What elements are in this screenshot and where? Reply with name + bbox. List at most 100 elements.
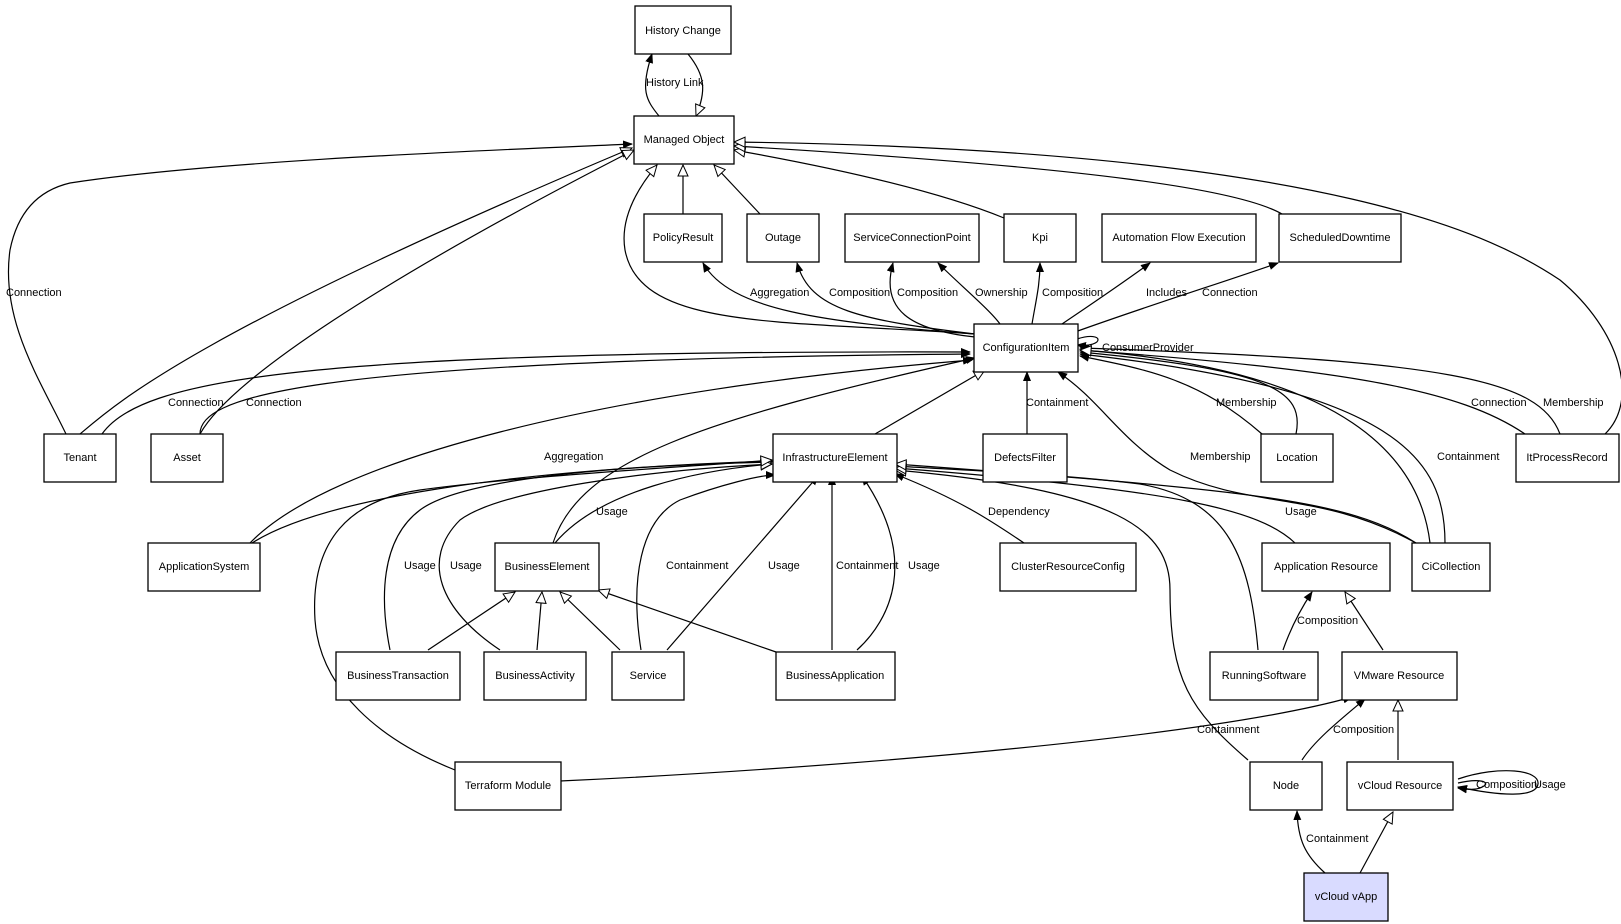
label-includes-afe: Includes <box>1146 287 1187 299</box>
node-business-application[interactable]: BusinessApplication <box>775 651 896 701</box>
edge-infra-ci <box>874 370 985 435</box>
label-usage-self: Usage <box>1534 779 1566 791</box>
edge-be-ci <box>552 356 976 544</box>
node-asset[interactable]: Asset <box>150 433 224 483</box>
node-policy-result[interactable]: PolicyResult <box>643 213 723 263</box>
node-business-activity[interactable]: BusinessActivity <box>483 651 587 701</box>
node-service-connection-point[interactable]: ServiceConnectionPoint <box>844 213 980 263</box>
label-composition-kpi: Composition <box>1042 287 1103 299</box>
node-terraform-module[interactable]: Terraform Module <box>454 761 562 811</box>
edge-ci-scp-ownership <box>937 262 1001 325</box>
edge-tenant-mo-connection <box>7 140 633 435</box>
node-cluster-resource-config[interactable]: ClusterResourceConfig <box>999 542 1137 592</box>
label-consumer-provider: ConsumerProvider <box>1102 342 1194 354</box>
node-vcloud-resource[interactable]: vCloud Resource <box>1346 761 1454 811</box>
node-label: Node <box>1273 780 1299 792</box>
node-label: ServiceConnectionPoint <box>853 232 970 244</box>
edge-bapp-infra-usage <box>856 475 896 651</box>
node-vmware-resource[interactable]: VMware Resource <box>1341 651 1458 701</box>
node-tenant[interactable]: Tenant <box>43 433 117 483</box>
edge-node-vmware <box>1301 698 1366 761</box>
node-business-element[interactable]: BusinessElement <box>494 542 600 592</box>
node-label: CiCollection <box>1422 561 1481 573</box>
node-automation-flow-execution[interactable]: Automation Flow Execution <box>1101 213 1257 263</box>
node-scheduled-downtime[interactable]: ScheduledDowntime <box>1278 213 1402 263</box>
label-composition-node: Composition <box>1333 724 1394 736</box>
label-tenant-ci-connection: Connection <box>168 397 224 409</box>
label-membership-location: Membership <box>1216 397 1277 409</box>
node-service[interactable]: Service <box>611 651 685 701</box>
node-label: Outage <box>765 232 801 244</box>
edge-itpr-to-mo <box>734 142 1621 435</box>
node-label: Automation Flow Execution <box>1112 232 1245 244</box>
edge-ci-afe <box>1061 262 1151 325</box>
edge-ba-infra <box>438 464 772 651</box>
node-label: BusinessElement <box>505 561 590 573</box>
label-composition-scp: Composition <box>897 287 958 299</box>
edge-crc-infra <box>894 473 1025 544</box>
edge-vapp-vcloudres <box>1359 812 1393 874</box>
label-composition-outage: Composition <box>829 287 890 299</box>
node-label: Tenant <box>63 452 96 464</box>
edge-ba-be <box>537 592 542 651</box>
label-composition-self: Composition <box>1476 779 1537 791</box>
node-configuration-item[interactable]: ConfigurationItem <box>973 323 1079 373</box>
edge-ci-outage <box>795 262 976 335</box>
edge-ci-policyresult <box>702 262 976 335</box>
edge-rs-infra <box>895 466 1259 651</box>
edge-location-ci-membership <box>1079 348 1298 435</box>
edge-itpr-ci-connection <box>1080 350 1526 435</box>
edge-cicoll-infra <box>895 464 1417 544</box>
edge-service-infra-containment <box>636 471 776 651</box>
node-label: Managed Object <box>644 134 725 146</box>
node-location[interactable]: Location <box>1260 433 1334 483</box>
edge-ci-self <box>1076 335 1099 350</box>
node-label: vCloud Resource <box>1358 780 1442 792</box>
edge-node-infra <box>895 470 1249 761</box>
node-it-process-record[interactable]: ItProcessRecord <box>1515 433 1620 483</box>
label-composition-rs: Composition <box>1297 615 1358 627</box>
node-node[interactable]: Node <box>1249 761 1323 811</box>
node-label: InfrastructureElement <box>782 452 887 464</box>
edge-tenant-to-mo <box>79 148 632 435</box>
node-label: VMware Resource <box>1354 670 1444 682</box>
edge-be-infra <box>554 464 772 544</box>
label-history-link: History Link <box>646 77 704 89</box>
node-outage[interactable]: Outage <box>746 213 820 263</box>
node-vcloud-vapp[interactable]: vCloud vApp <box>1303 872 1389 922</box>
edge-ci-kpi <box>1031 262 1044 325</box>
node-application-resource[interactable]: Application Resource <box>1261 542 1391 592</box>
node-kpi[interactable]: Kpi <box>1003 213 1077 263</box>
node-label: Application Resource <box>1274 561 1378 573</box>
label-asset-ci-connection: Connection <box>246 397 302 409</box>
edge-history-link-forward <box>644 53 660 117</box>
node-label: RunningSoftware <box>1222 670 1306 682</box>
edge-asset-ci <box>199 350 971 435</box>
label-usage-service: Usage <box>768 560 800 572</box>
edge-appsys-infra <box>251 461 772 544</box>
node-managed-object[interactable]: Managed Object <box>633 115 735 165</box>
node-label: PolicyResult <box>653 232 714 244</box>
label-usage-cicoll: Usage <box>1285 506 1317 518</box>
node-defects-filter[interactable]: DefectsFilter <box>982 433 1068 483</box>
label-membership-itpr: Membership <box>1543 397 1604 409</box>
label-aggregation-appsys: Aggregation <box>544 451 603 463</box>
label-connection-sd: Connection <box>1202 287 1258 299</box>
edge-ci-to-mo <box>623 165 976 335</box>
node-business-transaction[interactable]: BusinessTransaction <box>335 651 461 701</box>
edge-itpr-ci-membership <box>1079 344 1561 435</box>
label-connection-itpr: Connection <box>1471 397 1527 409</box>
label-containment-vapp: Containment <box>1306 833 1368 845</box>
edge-bt-infra <box>383 462 772 651</box>
node-history-change[interactable]: History Change <box>634 5 732 55</box>
edge-bt-be <box>427 592 515 651</box>
edge-scheduled-to-mo <box>734 146 1283 215</box>
node-infrastructure-element[interactable]: InfrastructureElement <box>772 433 898 483</box>
edge-ci-sd <box>1074 262 1279 333</box>
edge-ci-scp-composition <box>886 262 976 338</box>
edge-service-infra-usage <box>666 475 819 651</box>
node-application-system[interactable]: ApplicationSystem <box>147 542 261 592</box>
edge-vcloudres-self-usage <box>1457 780 1487 794</box>
node-ci-collection[interactable]: CiCollection <box>1411 542 1491 592</box>
node-running-software[interactable]: RunningSoftware <box>1209 651 1319 701</box>
